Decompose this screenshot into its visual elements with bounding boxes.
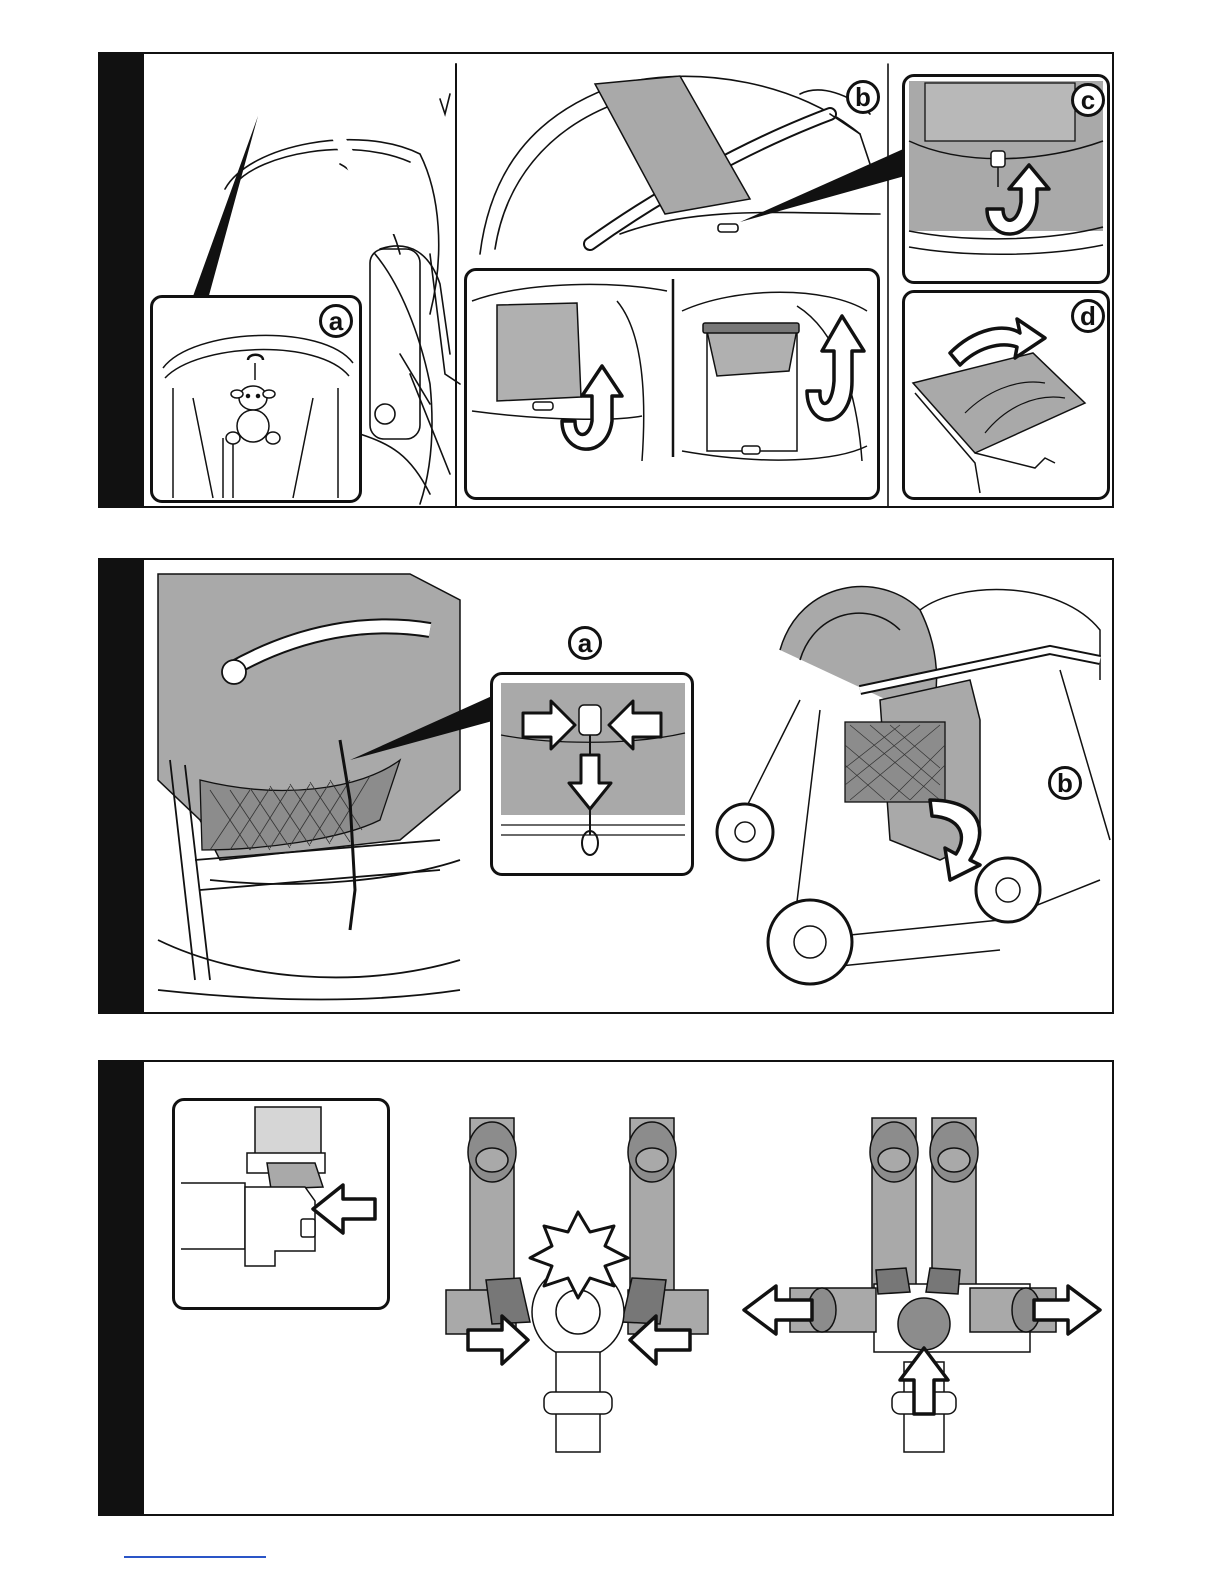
inset-toy-detail: a bbox=[150, 295, 362, 503]
step-label-c: c bbox=[1071, 83, 1105, 117]
zoom-wedge-icon bbox=[192, 116, 258, 299]
step-label-a: a bbox=[568, 626, 602, 660]
inset-strip-roll-detail bbox=[464, 268, 880, 500]
instruction-panel-2: a b bbox=[98, 558, 1114, 1014]
zoom-wedge-icon bbox=[740, 146, 912, 222]
harness-illustrations bbox=[100, 1062, 1114, 1516]
inset-pull-tab-detail: c bbox=[902, 74, 1110, 284]
step-label-d: d bbox=[1071, 299, 1105, 333]
step-label-a: a bbox=[319, 304, 353, 338]
footer-link-underline bbox=[124, 1556, 266, 1558]
instruction-panel-1: a bbox=[98, 52, 1114, 508]
step-label-b: b bbox=[846, 80, 880, 114]
curved-arrow-icon bbox=[807, 316, 864, 420]
toy-icon bbox=[226, 386, 280, 444]
inset-cord-toggle-detail bbox=[490, 672, 694, 876]
step-label-b: b bbox=[1048, 766, 1082, 800]
inset-canopy-fold-detail: d bbox=[902, 290, 1110, 500]
burst-icon bbox=[530, 1212, 628, 1298]
instruction-panel-3 bbox=[98, 1060, 1114, 1516]
